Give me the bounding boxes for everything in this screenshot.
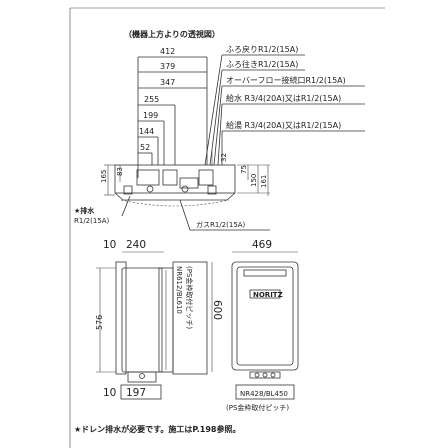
top-view-unit xyxy=(114,164,236,207)
dim-347: 347 xyxy=(160,78,175,87)
side-height-dim: 576 xyxy=(95,315,104,330)
section-title: （機器上方よりの透視図） xyxy=(124,29,220,39)
footnote: ★ドレン排水が必要です。施工はP.198参照。 xyxy=(74,424,241,434)
dim-144: 144 xyxy=(139,127,154,136)
front-width-dim: 469 xyxy=(252,239,272,251)
dim-52: 52 xyxy=(140,143,150,152)
side-bracket-box xyxy=(172,261,208,375)
dim-199: 199 xyxy=(143,111,158,120)
right-small-dims xyxy=(237,164,270,196)
front-logo: NORITZ xyxy=(253,291,283,299)
side-bottom-left-dim: 10 xyxy=(103,387,116,399)
top-dimension-bars xyxy=(137,56,208,178)
dim-75: 75 xyxy=(240,165,248,174)
dim-379: 379 xyxy=(160,62,175,71)
dim-32: 32 xyxy=(220,153,228,162)
side-bracket-sub: (PS金枠取付ピッチ) xyxy=(185,266,194,329)
side-width-dim: 240 xyxy=(126,239,146,251)
side-view-unit xyxy=(96,261,174,383)
gas-label: ガスR1/2(15A) xyxy=(196,220,246,229)
dim-165: 165 xyxy=(100,170,108,183)
front-bracket-box xyxy=(235,384,295,400)
dim-83: 83 xyxy=(116,167,124,176)
side-bottom-width-dim: 197 xyxy=(126,387,146,399)
side-bracket-label: NR612/BL610 xyxy=(175,266,183,314)
callout-furo-supply: ふろ往きR1/2(15A) xyxy=(226,59,298,69)
front-view-unit xyxy=(231,261,299,379)
callout-furo-return: ふろ戻りR1/2(15A) xyxy=(226,44,298,54)
gas-leader xyxy=(179,199,191,231)
dim-161: 161 xyxy=(260,175,268,188)
side-top-left-dim: 10 xyxy=(103,239,116,251)
dim-150: 150 xyxy=(250,174,258,187)
callout-overflow: オーバーフロー接続口R1/2(15A) xyxy=(226,75,346,85)
drain-label: ★排水 xyxy=(74,206,95,215)
dim-255: 255 xyxy=(144,95,159,104)
front-height-dim: 600 xyxy=(211,300,223,320)
left-small-dims xyxy=(104,164,121,196)
dim-412: 412 xyxy=(160,47,175,56)
callout-hot-water: 給湯 R3/4(20A)又はR1/2(15A) xyxy=(226,120,341,130)
front-bracket-label: NR428/BL450 xyxy=(240,390,288,398)
drain-leader xyxy=(121,195,131,217)
front-bracket-sub: (PS金枠取付ピッチ) xyxy=(226,403,289,412)
side-bottom-box xyxy=(120,384,162,400)
callout-water-supply: 給水 R3/4(20A)又はR1/2(15A) xyxy=(226,93,341,103)
callout-leaders xyxy=(204,54,365,166)
drain-size: R1/2(15A) xyxy=(74,217,110,225)
